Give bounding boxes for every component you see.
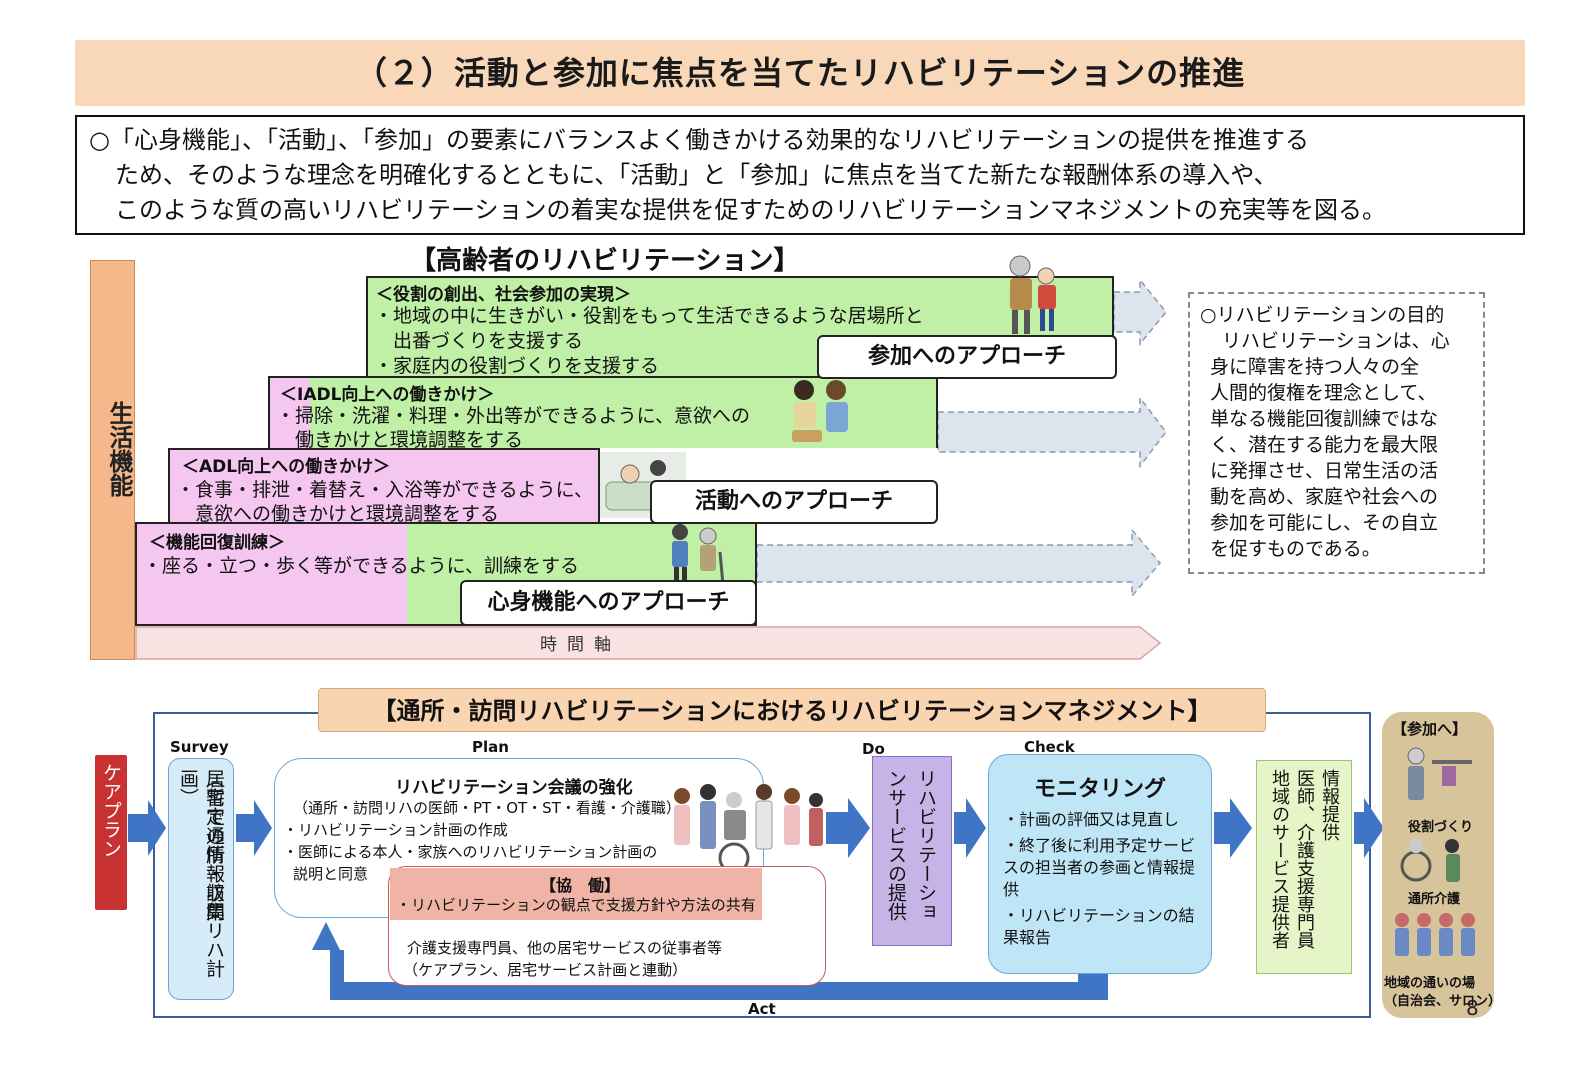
sanka-label: 通所介護 xyxy=(1408,892,1461,907)
phase-act-label: Act xyxy=(748,1000,776,1018)
toward-participation-panel: 【参加へ】 役割づくり 通所介護 地域の通いの場 （自治会、サロン） xyxy=(1382,712,1501,1018)
purpose-line: ○リハビリテーションの目的 xyxy=(1200,304,1445,326)
title-bar: （２）活動と参加に焦点を当てたリハビリテーションの推進 xyxy=(75,40,1525,106)
step-adl: ＜ADL向上への働きかけ＞ ・食事・排泄・着替え・入浴等ができるように、 意欲へ… xyxy=(168,448,600,525)
plan-line: ・リハビリテーション計画の作成 xyxy=(283,821,508,839)
monitoring-line: ・計画の評価又は見直し xyxy=(1003,810,1180,829)
elderly-rehab-heading: 【高齢者のリハビリテーション】 xyxy=(410,246,800,276)
toward-participation-heading: 【参加へ】 xyxy=(1392,720,1468,738)
arrow-survey-plan xyxy=(236,800,272,856)
participation-approach-label: 参加へのアプローチ xyxy=(817,335,1117,379)
phase-survey-label: Survey xyxy=(170,738,229,756)
sanka-label: 役割づくり xyxy=(1408,820,1474,835)
meeting-illustration xyxy=(674,784,823,874)
step-text: 働きかけと環境調整をする xyxy=(276,429,524,451)
summary-line: ○「心身機能」、「活動」、「参加」の要素にバランスよく働きかける効果的なリハビリ… xyxy=(89,126,1309,154)
purpose-line: リハビリテーションは、心 xyxy=(1222,330,1450,352)
summary-box: ○「心身機能」、「活動」、「参加」の要素にバランスよく働きかける効果的なリハビリ… xyxy=(75,115,1525,235)
page-number: 8 xyxy=(1466,996,1479,1020)
purpose-line: 単なる機能回復訓練ではな xyxy=(1210,408,1439,430)
collaboration-title: 【協 働】 xyxy=(540,876,621,895)
phase-plan-label: Plan xyxy=(472,738,509,756)
step-heading: ＜IADL向上への働きかけ＞ xyxy=(280,385,495,405)
purpose-line: 人間的復権を理念として、 xyxy=(1210,382,1437,404)
step-text: ・座る・立つ・歩く等ができるように、訓練をする xyxy=(143,555,580,577)
dashed-arrow-activity xyxy=(937,395,1167,469)
step-text: ・家庭内の役割づくりを支援する xyxy=(374,355,660,377)
time-axis-label: 時間軸 xyxy=(540,635,621,655)
life-function-label: 生活機能 xyxy=(105,401,133,497)
plan-line: ・医師による本人・家族へのリハビリテーション計画の xyxy=(283,843,658,861)
step-text: ・掃除・洗濯・料理・外出等ができるように、意欲への xyxy=(276,405,751,427)
purpose-line: 身に障害を持つ人々の全 xyxy=(1210,356,1420,378)
activity-approach-label: 活動へのアプローチ xyxy=(650,480,938,524)
summary-line: このような質の高いリハビリテーションの着実な提供を促すためのリハビリテーションマ… xyxy=(115,196,1387,224)
rehab-purpose-box: ○リハビリテーションの目的 リハビリテーションは、心 身に障害を持つ人々の全 人… xyxy=(1188,292,1485,574)
monitoring-line: ・リハビリテーションの結果報告 xyxy=(1003,906,1195,947)
page-title: （２）活動と参加に焦点を当てたリハビリテーションの推進 xyxy=(354,54,1246,92)
arrow-careplan-survey xyxy=(128,800,166,856)
day-care-illustration xyxy=(1400,839,1460,882)
step-heading: ＜役割の創出、社会参加の実現＞ xyxy=(376,285,631,305)
collaboration-band: 【協 働】 ・リハビリテーションの観点で支援方針や方法の共有 xyxy=(390,868,762,920)
survey-text: 居宅での情報収集 xyxy=(203,769,225,921)
life-function-axis: 生活機能 xyxy=(90,260,135,660)
phase-check-label: Check xyxy=(1024,738,1075,756)
monitoring-box: モニタリング ・計画の評価又は見直し ・終了後に利用予定サービスの担当者の参画と… xyxy=(988,754,1212,974)
step-social-participation: ＜役割の創出、社会参加の実現＞ ・地域の中に生きがい・役割をもって生活できるよう… xyxy=(366,276,1114,377)
information-provision-box: 情報提供 医師、介護支援専門員 地域のサービス提供者 xyxy=(1256,760,1352,974)
arrow-plan-do xyxy=(826,798,870,858)
dashed-arrow-participation xyxy=(1113,277,1167,347)
monitoring-title: モニタリング xyxy=(1033,777,1166,802)
plan-line: （通所・訪問リハの医師・PT・OT・ST・看護・介護職） xyxy=(293,799,681,817)
collaboration-note: （ケアプラン、居宅サービス計画と連動） xyxy=(403,961,688,979)
step-text: 意欲への働きかけと環境調整をする xyxy=(176,503,500,525)
summary-line: ため、そのような理念を明確化するとともに、「活動」と「参加」に焦点を当てた新たな… xyxy=(115,161,1278,189)
step-text: 出番づくりを支援する xyxy=(374,330,584,352)
cooking-illustration xyxy=(792,380,848,442)
information-line: 医師、介護支援専門員 xyxy=(1294,769,1315,949)
purpose-line: く、潜在する能力を最大限 xyxy=(1210,434,1439,456)
step-heading: ＜機能回復訓練＞ xyxy=(149,533,285,553)
phase-do-label: Do xyxy=(862,740,885,758)
purpose-line: を促すものである。 xyxy=(1210,538,1381,560)
step-text: ・地域の中に生きがい・役割をもって生活できるような居場所と xyxy=(374,305,924,327)
information-line: 地域のサービス提供者 xyxy=(1269,769,1290,949)
monitoring-line: ・終了後に利用予定サービスの担当者の参画と情報提供 xyxy=(1003,836,1196,899)
survey-text: （暫定通所・訪問リハ計画） xyxy=(177,769,225,978)
care-plan-box: ケアプラン xyxy=(95,755,127,910)
purpose-line: に発揮させ、日常生活の活 xyxy=(1210,460,1439,482)
care-plan-label: ケアプラン xyxy=(100,763,122,858)
do-service-text: リハビリテーションサービスの提供 xyxy=(885,769,937,921)
plan-title: リハビリテーション会議の強化 xyxy=(395,778,633,798)
step-heading: ＜ADL向上への働きかけ＞ xyxy=(182,457,391,477)
collaboration-text: ・リハビリテーションの観点で支援方針や方法の共有 xyxy=(396,896,756,914)
information-line: 情報提供 xyxy=(1319,769,1340,841)
plan-line: 説明と同意 xyxy=(293,865,369,883)
dashed-arrow-function xyxy=(756,527,1161,599)
sanka-label: （自治会、サロン） xyxy=(1384,994,1502,1009)
community-illustration xyxy=(1395,913,1475,956)
role-illustration xyxy=(1407,747,1472,800)
elderly-helper-illustration xyxy=(1009,255,1056,334)
survey-box: 居宅での情報収集 （暫定通所・訪問リハ計画） xyxy=(168,758,234,1000)
sanka-label: 地域の通いの場 xyxy=(1384,976,1476,991)
step-text: ・食事・排泄・着替え・入浴等ができるように、 xyxy=(176,479,594,501)
arrow-check-info xyxy=(1214,798,1252,858)
information-text: 情報提供 医師、介護支援専門員 地域のサービス提供者 xyxy=(1267,769,1342,967)
do-service-box: リハビリテーションサービスの提供 xyxy=(872,756,952,946)
rehab-management-heading: 【通所・訪問リハビリテーションにおけるリハビリテーションマネジメント】 xyxy=(318,688,1266,732)
arrow-info-sanka xyxy=(1354,798,1384,858)
purpose-line: 動を高め、家庭や社会への xyxy=(1210,486,1439,508)
arrow-do-check xyxy=(954,798,986,858)
purpose-line: 参加を可能にし、その自立 xyxy=(1210,512,1439,534)
collaboration-note: 介護支援専門員、他の居宅サービスの従事者等 xyxy=(407,939,723,957)
body-function-approach-label: 心身機能へのアプローチ xyxy=(460,580,757,626)
time-axis-arrow xyxy=(135,626,1162,660)
